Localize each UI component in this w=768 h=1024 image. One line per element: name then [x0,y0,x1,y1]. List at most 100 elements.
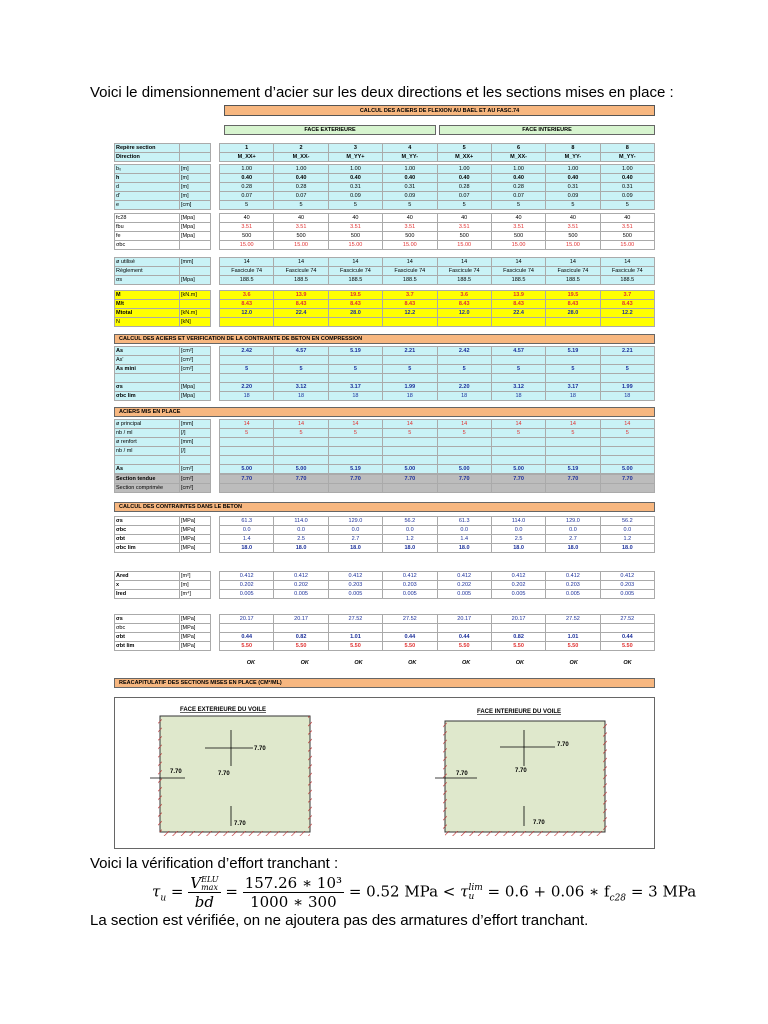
cell-value: 188.5 [599,275,656,285]
cell-value [382,446,438,456]
formula-tau-lim: τ [460,882,469,901]
formula-elu: ELU [201,875,219,884]
cell-value [599,373,656,383]
header-num-3: 3 [327,143,384,153]
cell-value: 0.412 [273,571,329,581]
cell-value: 0.28 [436,182,492,192]
row-pad [210,355,220,365]
cell-value [599,455,656,465]
header-dir-2: M_XX- [273,152,329,162]
cell-value: 5 [436,428,492,438]
row-unit [179,455,211,465]
row-label: Ared [114,571,180,581]
int-val-4: 7.70 [533,820,545,826]
cell-value: Fascicule 74 [545,266,601,276]
cell-value [490,437,547,447]
cell-value: 0.82 [273,632,329,642]
cell-value: 5.50 [218,641,275,651]
cell-value: 1.99 [599,382,656,392]
cell-value: 20.17 [218,614,275,624]
row-label: d [114,182,180,192]
row-label: σbt [114,632,180,642]
row-label: As' [114,355,180,365]
cell-value: 188.5 [218,275,275,285]
int-val-2: 7.70 [515,768,527,774]
cell-value: 8.43 [218,299,275,309]
cell-value: 5.19 [327,346,384,356]
cell-value: 15.00 [545,240,601,250]
cell-value: 129.0 [327,516,384,526]
cell-value: 0.28 [273,182,329,192]
ok-flag-8: OK [623,660,632,666]
cell-value [218,446,275,456]
cell-value: 5 [545,428,601,438]
cell-value [218,437,275,447]
row-pad [210,419,220,429]
row-label: σs [114,614,180,624]
cell-value [382,455,438,465]
formula-end: = 3 MPa [630,882,697,901]
cell-value: 5 [327,428,384,438]
cell-value: 5 [218,200,275,210]
cell-value: 18 [545,391,601,401]
cell-value: 14 [490,419,547,429]
cell-value: 14 [218,257,275,267]
cell-value [327,373,384,383]
cell-value: 2.21 [382,346,438,356]
cell-value: 5 [545,200,601,210]
cell-value: 40 [436,213,492,223]
cell-value: 18.0 [273,543,329,553]
cell-value: 14 [218,419,275,429]
section-title-5: REACAPITULATIF DES SECTIONS MISES EN PLA… [114,678,655,688]
cell-value [382,623,438,633]
int-hatch-left [443,721,447,832]
cell-value: 18 [599,391,656,401]
row-unit: [cm] [179,200,211,210]
formula-result: = 0.52 MPa < [348,882,456,901]
cell-value: 500 [545,231,601,241]
cell-value: 3.51 [490,222,547,232]
ok-flag-3: OK [354,660,363,666]
cell-value: 3.51 [599,222,656,232]
cell-value: 0.07 [436,191,492,201]
row-label: M [114,290,180,300]
cell-value: 1.00 [218,164,275,174]
row-unit: [m] [179,191,211,201]
cell-value [382,437,438,447]
int-hatch-right [603,721,607,832]
header-unit-blank [179,143,211,153]
cell-value: 18.0 [382,543,438,553]
row-unit [179,299,211,309]
cell-value: 15.00 [327,240,384,250]
cell-value: 3.12 [490,382,547,392]
row-label: σbc [114,240,180,250]
row-unit: [Mpa] [179,222,211,232]
header-pad [210,143,220,153]
row-label [114,373,180,383]
cell-value [436,446,492,456]
cell-value: 15.00 [599,240,656,250]
cell-value: 5 [382,428,438,438]
header-num-1: 1 [218,143,275,153]
cell-value: 0.40 [327,173,384,183]
row-label: x [114,580,180,590]
table-row: N[kN] [114,317,656,327]
cell-value: 1.01 [327,632,384,642]
cell-value: 0.44 [382,632,438,642]
cell-value: 188.5 [436,275,492,285]
row-unit: [m] [179,580,211,590]
cell-value: 0.0 [382,525,438,535]
